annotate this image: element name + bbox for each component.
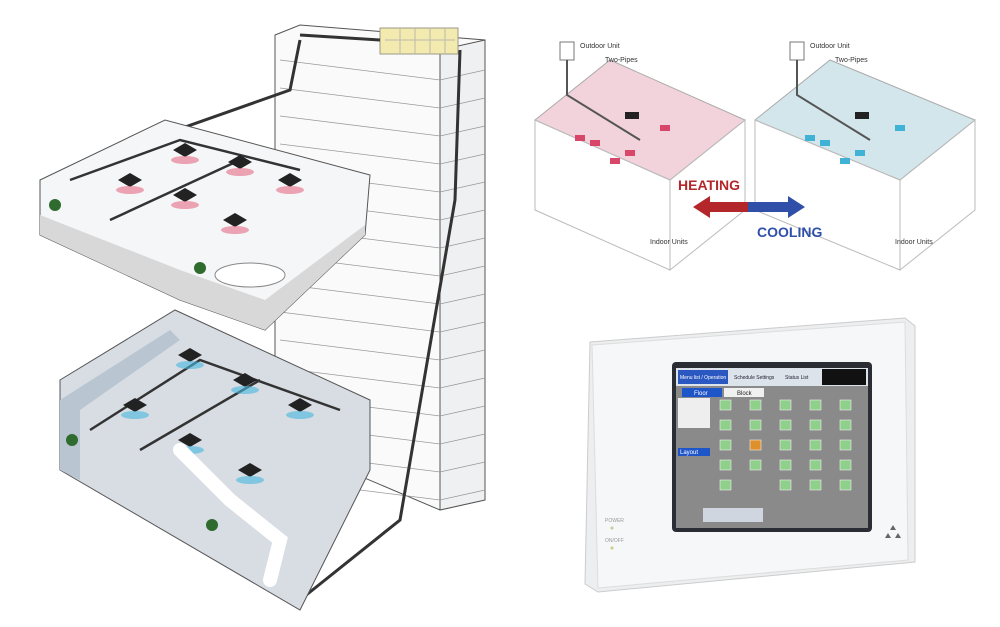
unit-status-icon[interactable] xyxy=(719,399,732,411)
cooling-label: COOLING xyxy=(757,224,822,240)
unit-status-icon[interactable] xyxy=(839,459,852,471)
unit-status-icon[interactable] xyxy=(809,399,822,411)
upper-floor-cutaway xyxy=(39,119,371,331)
tab-menu-list[interactable] xyxy=(678,370,728,384)
indoor-unit-cooling xyxy=(123,398,147,412)
two-pipes-label: Two-Pipes xyxy=(835,57,868,64)
onoff-label: ON/OFF xyxy=(605,538,624,544)
unit-status-icon[interactable] xyxy=(779,419,792,431)
subtab-block-label: Block xyxy=(737,391,753,397)
outdoor-unit-icon xyxy=(559,41,575,61)
tab-status-label: Status List xyxy=(785,375,809,381)
tab-schedule-label: Schedule Settings xyxy=(734,375,775,381)
unit-status-icon[interactable] xyxy=(749,419,762,431)
subtab-block[interactable] xyxy=(724,388,764,397)
unit-status-icon[interactable] xyxy=(839,439,852,451)
unit-status-icon[interactable] xyxy=(779,459,792,471)
unit-status-icon[interactable] xyxy=(719,479,732,491)
unit-status-icon[interactable] xyxy=(749,399,762,411)
touch-panel-controller: Menu list / Operation Schedule Settings … xyxy=(584,317,916,593)
outdoor-unit-label: Outdoor Unit xyxy=(580,43,620,50)
indoor-unit-cooling xyxy=(233,373,257,387)
unit-status-icon[interactable] xyxy=(749,459,762,471)
indoor-units-label: Indoor Units xyxy=(895,239,933,246)
outdoor-unit-label: Outdoor Unit xyxy=(810,43,850,50)
outdoor-units-rooftop xyxy=(379,27,459,55)
subtab-floor[interactable] xyxy=(682,388,722,397)
unit-status-icon[interactable] xyxy=(779,399,792,411)
heating-label: HEATING xyxy=(678,177,740,193)
indoor-unit-heating xyxy=(278,173,302,187)
indoor-unit-cooling xyxy=(178,433,202,447)
unit-status-icon[interactable] xyxy=(839,419,852,431)
unit-status-icon[interactable] xyxy=(809,479,822,491)
heating-diagram: Outdoor Unit Two-Pipes Indoor Units xyxy=(534,41,746,272)
two-pipes-label: Two-Pipes xyxy=(605,57,638,64)
heating-cooling-arrow: HEATING COOLING xyxy=(678,177,822,240)
unit-status-icon[interactable] xyxy=(839,479,852,491)
indoor-unit-heating xyxy=(173,188,197,202)
unit-status-icon[interactable] xyxy=(719,439,732,451)
unit-status-icon[interactable] xyxy=(719,419,732,431)
unit-status-icon[interactable] xyxy=(839,399,852,411)
indoor-unit-heating xyxy=(228,155,252,169)
indoor-unit-heating xyxy=(173,143,197,157)
subtab-floor-label: Floor xyxy=(694,391,708,397)
layout-label: Layout xyxy=(680,450,698,456)
unit-status-icon[interactable] xyxy=(809,419,822,431)
cooling-diagram: Outdoor Unit Two-Pipes Indoor Units xyxy=(754,41,976,272)
indoor-unit-heating xyxy=(223,213,247,227)
unit-status-icon[interactable] xyxy=(779,479,792,491)
power-label: POWER xyxy=(605,518,624,524)
indoor-unit-heating xyxy=(118,173,142,187)
indoor-unit-cooling xyxy=(238,463,262,477)
unit-status-icon[interactable] xyxy=(809,439,822,451)
unit-status-icon[interactable] xyxy=(719,459,732,471)
tab-menu-label: Menu list / Operation xyxy=(680,375,726,381)
indoor-unit-cooling xyxy=(178,348,202,362)
logo-icon xyxy=(885,525,901,538)
unit-status-icon[interactable] xyxy=(749,439,762,451)
unit-status-icon[interactable] xyxy=(779,439,792,451)
outdoor-unit-icon xyxy=(789,41,805,61)
indoor-units-label: Indoor Units xyxy=(650,239,688,246)
unit-status-icon[interactable] xyxy=(809,459,822,471)
indoor-unit-cooling xyxy=(288,398,312,412)
lower-floor-cutaway xyxy=(59,309,371,611)
